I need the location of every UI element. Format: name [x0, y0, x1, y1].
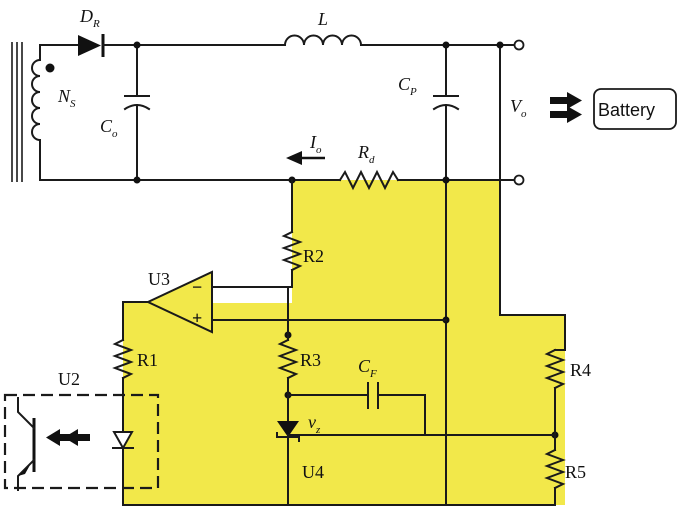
- battery-label: Battery: [598, 100, 655, 120]
- wire-r5-bottom: [445, 487, 556, 506]
- label-r2: R2: [303, 246, 324, 266]
- label-vo: Vo: [510, 96, 527, 120]
- feedback-highlight-region: [123, 180, 565, 505]
- battery-box: [593, 88, 677, 130]
- transformer-core: [11, 42, 23, 182]
- current-io-arrow-icon: [286, 151, 325, 165]
- output-bus: [499, 44, 566, 316]
- resistor-r4: [544, 348, 566, 390]
- resistor-r5: [544, 448, 566, 490]
- label-dr: DR: [79, 6, 100, 30]
- winding-dot-icon: [45, 63, 55, 73]
- label-ns: NS: [57, 86, 76, 110]
- label-u3: U3: [148, 269, 170, 289]
- label-u4: U4: [302, 462, 324, 482]
- opamp-minus-sign: −: [192, 277, 202, 297]
- capacitor-cp: [432, 44, 460, 506]
- label-l: L: [317, 9, 328, 29]
- resistor-rd: [338, 169, 400, 191]
- opamp-u3: [145, 270, 213, 334]
- inductor-l: [283, 34, 363, 47]
- label-r1: R1: [137, 350, 158, 370]
- capacitor-cf: [287, 382, 426, 436]
- label-r4: R4: [570, 360, 591, 380]
- label-r3: R3: [300, 350, 321, 370]
- resistor-r1: [112, 338, 134, 380]
- label-u2: U2: [58, 369, 80, 389]
- label-co: Co: [100, 116, 118, 140]
- secondary-winding-ns: [31, 44, 55, 181]
- label-cf: CF: [358, 356, 377, 380]
- label-vz: vz: [308, 412, 321, 436]
- resistor-r3: [277, 338, 299, 380]
- label-r5: R5: [565, 462, 586, 482]
- reference-u4: [276, 421, 556, 506]
- optocoupler-u2: [3, 393, 160, 491]
- resistor-r2: [281, 230, 303, 272]
- battery-arrows-icon: [550, 92, 582, 123]
- opamp-plus-sign: +: [192, 308, 202, 328]
- wire-r4-top: [554, 314, 566, 351]
- label-io: Io: [309, 132, 322, 156]
- diode-dr: [78, 34, 105, 57]
- output-terminal-positive: [513, 39, 525, 51]
- capacitor-co: [123, 44, 151, 181]
- label-rd: Rd: [357, 142, 375, 166]
- wire-r2-bottom: [287, 269, 293, 341]
- output-terminal-negative: [513, 174, 525, 186]
- wire-opamp-output: [122, 301, 149, 341]
- label-cp: CP: [398, 74, 417, 98]
